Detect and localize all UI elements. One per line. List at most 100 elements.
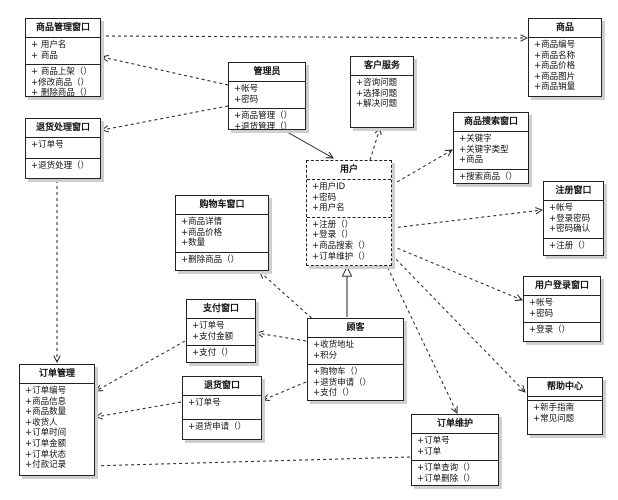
class-title: 用户	[307, 161, 391, 180]
methods-section: +搜索商品（）	[454, 170, 528, 186]
attribute: +咨询问题	[356, 78, 398, 88]
attributes-section: +订单号 +支付金额	[187, 319, 255, 347]
class-order-maintenance[interactable]: 订单维护 +订单号 +订单 +订单查询（） +订单删除（）	[411, 414, 499, 486]
attribute: +密码	[312, 192, 337, 203]
attributes-section: +订单号 +订单	[412, 434, 498, 462]
attribute: +新手指南	[533, 403, 575, 413]
method: +登录（）	[312, 230, 354, 241]
method: +退货申请（）	[188, 422, 247, 432]
edge-admin-goodsmgmt	[102, 57, 229, 86]
class-goods-management-window[interactable]: 商品管理窗口 + 用户名 + 商品 + 商品上架（） +修改商品（） + 删除商…	[25, 18, 101, 98]
attribute: +解决问题	[356, 99, 398, 110]
method: +订单维护（）	[312, 251, 371, 262]
attributes-section: +商品编号 +商品名称 +商品价格 +商品图片 +商品销量	[529, 38, 601, 96]
class-title: 支付窗口	[187, 300, 255, 319]
methods-section: +订单查询（） +订单删除（）	[412, 461, 498, 487]
attribute: +帐号	[234, 84, 259, 94]
class-title: 订单管理	[20, 365, 94, 384]
attributes-section: +用户ID +密码 +用户名	[307, 180, 391, 218]
attribute: +商品图片	[534, 71, 576, 82]
class-customer[interactable]: 顾客 +收货地址 +积分 +购物车（） +退货申请（） +支付（）	[307, 318, 404, 401]
method: +搜索商品（）	[459, 171, 518, 182]
attribute: +积分	[313, 350, 338, 361]
method: +订单删除（）	[417, 473, 476, 484]
attribute: +订单金额	[25, 438, 67, 449]
attribute: +商品价格	[534, 61, 576, 72]
edge-user-login	[391, 245, 522, 300]
attribute: +订单编号	[25, 386, 67, 396]
methods-section: +退货申请（）	[183, 420, 261, 436]
edge-user-search	[391, 150, 452, 186]
attribute: +密码确认	[549, 224, 591, 235]
methods-section: +注册（）	[544, 239, 603, 255]
class-order-management[interactable]: 订单管理 +订单编号 +商品信息 +商品数量 +收货人 +订单时间 +订单金额 …	[19, 364, 95, 476]
edge-admin-returnproc	[102, 105, 229, 130]
method: +删除商品（）	[181, 254, 240, 265]
methods-section: + 商品上架（） +修改商品（） + 删除商品（）	[26, 65, 100, 102]
method: +注册（）	[549, 240, 591, 251]
methods-section: +登录（）	[524, 323, 600, 339]
class-return-window[interactable]: 退货窗口 +订单号 +退货申请（）	[182, 376, 262, 440]
attribute: +商品详情	[181, 217, 223, 227]
attribute: +密码	[234, 94, 259, 105]
attribute: +订单号	[192, 321, 225, 331]
methods-section: +注册（） +登录（） +商品搜索（） +订单维护（）	[307, 218, 391, 265]
attribute: +商品价格	[181, 227, 223, 238]
attribute: +收货地址	[313, 340, 355, 350]
attributes-section: +关键字 +关键字类型 +商品	[454, 132, 528, 170]
method: + 商品上架（）	[31, 67, 92, 78]
edge-user-service	[369, 128, 380, 161]
class-help-center[interactable]: 帮助中心 +新手指南 +常见问题	[527, 377, 603, 435]
edge-admin-user	[279, 127, 333, 158]
class-return-processing-window[interactable]: 退货处理窗口 +订单号 +退货处理（）	[25, 118, 101, 179]
method: +订单查询（）	[417, 463, 476, 474]
attributes-section: +订单号	[26, 138, 100, 159]
class-title: 管理员	[229, 63, 305, 82]
attribute: +登录密码	[549, 213, 591, 224]
methods-section: +支付（）	[187, 346, 255, 362]
class-title: 帮助中心	[528, 378, 602, 397]
class-goods[interactable]: 商品 +商品编号 +商品名称 +商品价格 +商品图片 +商品销量	[528, 18, 602, 97]
methods-section: +商品管理（） +退货管理（）	[229, 109, 305, 135]
edge-customer-returnwin	[263, 381, 307, 400]
class-shopping-cart-window[interactable]: 购物车窗口 +商品详情 +商品价格 +数量 +删除商品（）	[175, 195, 269, 271]
attribute: + 用户名	[31, 40, 67, 50]
attributes-section: +帐号 +登录密码 +密码确认	[544, 201, 603, 239]
method: +退货处理（）	[31, 161, 90, 171]
class-title: 商品管理窗口	[26, 19, 100, 38]
class-title: 用户登录窗口	[524, 277, 600, 296]
attribute: +商品编号	[534, 40, 576, 50]
class-goods-search-window[interactable]: 商品搜索窗口 +关键字 +关键字类型 +商品 +搜索商品（）	[453, 112, 529, 184]
edge-pay-ordermgmt	[96, 340, 186, 391]
attribute: +商品信息	[25, 396, 67, 407]
attributes-section: +帐号 +密码	[229, 82, 305, 110]
attributes-section: +咨询问题 +选择问题 +解决问题	[351, 76, 413, 113]
class-user[interactable]: 用户 +用户ID +密码 +用户名 +注册（） +登录（） +商品搜索（） +订…	[306, 160, 392, 266]
attribute: +订单号	[417, 436, 450, 446]
methods-section: +删除商品（）	[176, 253, 268, 269]
attribute: +常见问题	[533, 413, 575, 424]
method: +退货申请（）	[313, 377, 372, 388]
method: +退货管理（）	[234, 121, 293, 132]
attribute: +帐号	[529, 298, 554, 308]
class-title: 退货窗口	[183, 377, 261, 396]
edge-customer-pay	[257, 333, 307, 342]
attribute: +关键字类型	[459, 144, 509, 155]
class-payment-window[interactable]: 支付窗口 +订单号 +支付金额 +支付（）	[186, 299, 256, 363]
class-administrator[interactable]: 管理员 +帐号 +密码 +商品管理（） +退货管理（）	[228, 62, 306, 132]
attribute: +支付金额	[192, 331, 234, 342]
method: +修改商品（）	[31, 77, 90, 88]
attributes-section: +商品详情 +商品价格 +数量	[176, 215, 268, 253]
class-register-window[interactable]: 注册窗口 +帐号 +登录密码 +密码确认 +注册（）	[543, 181, 604, 256]
class-title: 注册窗口	[544, 182, 603, 201]
attribute: +商品数量	[25, 407, 67, 418]
class-customer-service[interactable]: 客户服务 +咨询问题 +选择问题 +解决问题	[350, 56, 414, 128]
class-user-login-window[interactable]: 用户登录窗口 +帐号 +密码 +登录（）	[523, 276, 601, 342]
attributes-section: +订单号	[183, 396, 261, 420]
method: +商品搜索（）	[312, 240, 371, 251]
methods-section: +购物车（） +退货申请（） +支付（）	[308, 365, 403, 402]
attribute: +订单	[417, 446, 442, 457]
edge-goodsmgmt-goods	[99, 36, 527, 38]
edge-user-ordermaint	[384, 261, 457, 413]
